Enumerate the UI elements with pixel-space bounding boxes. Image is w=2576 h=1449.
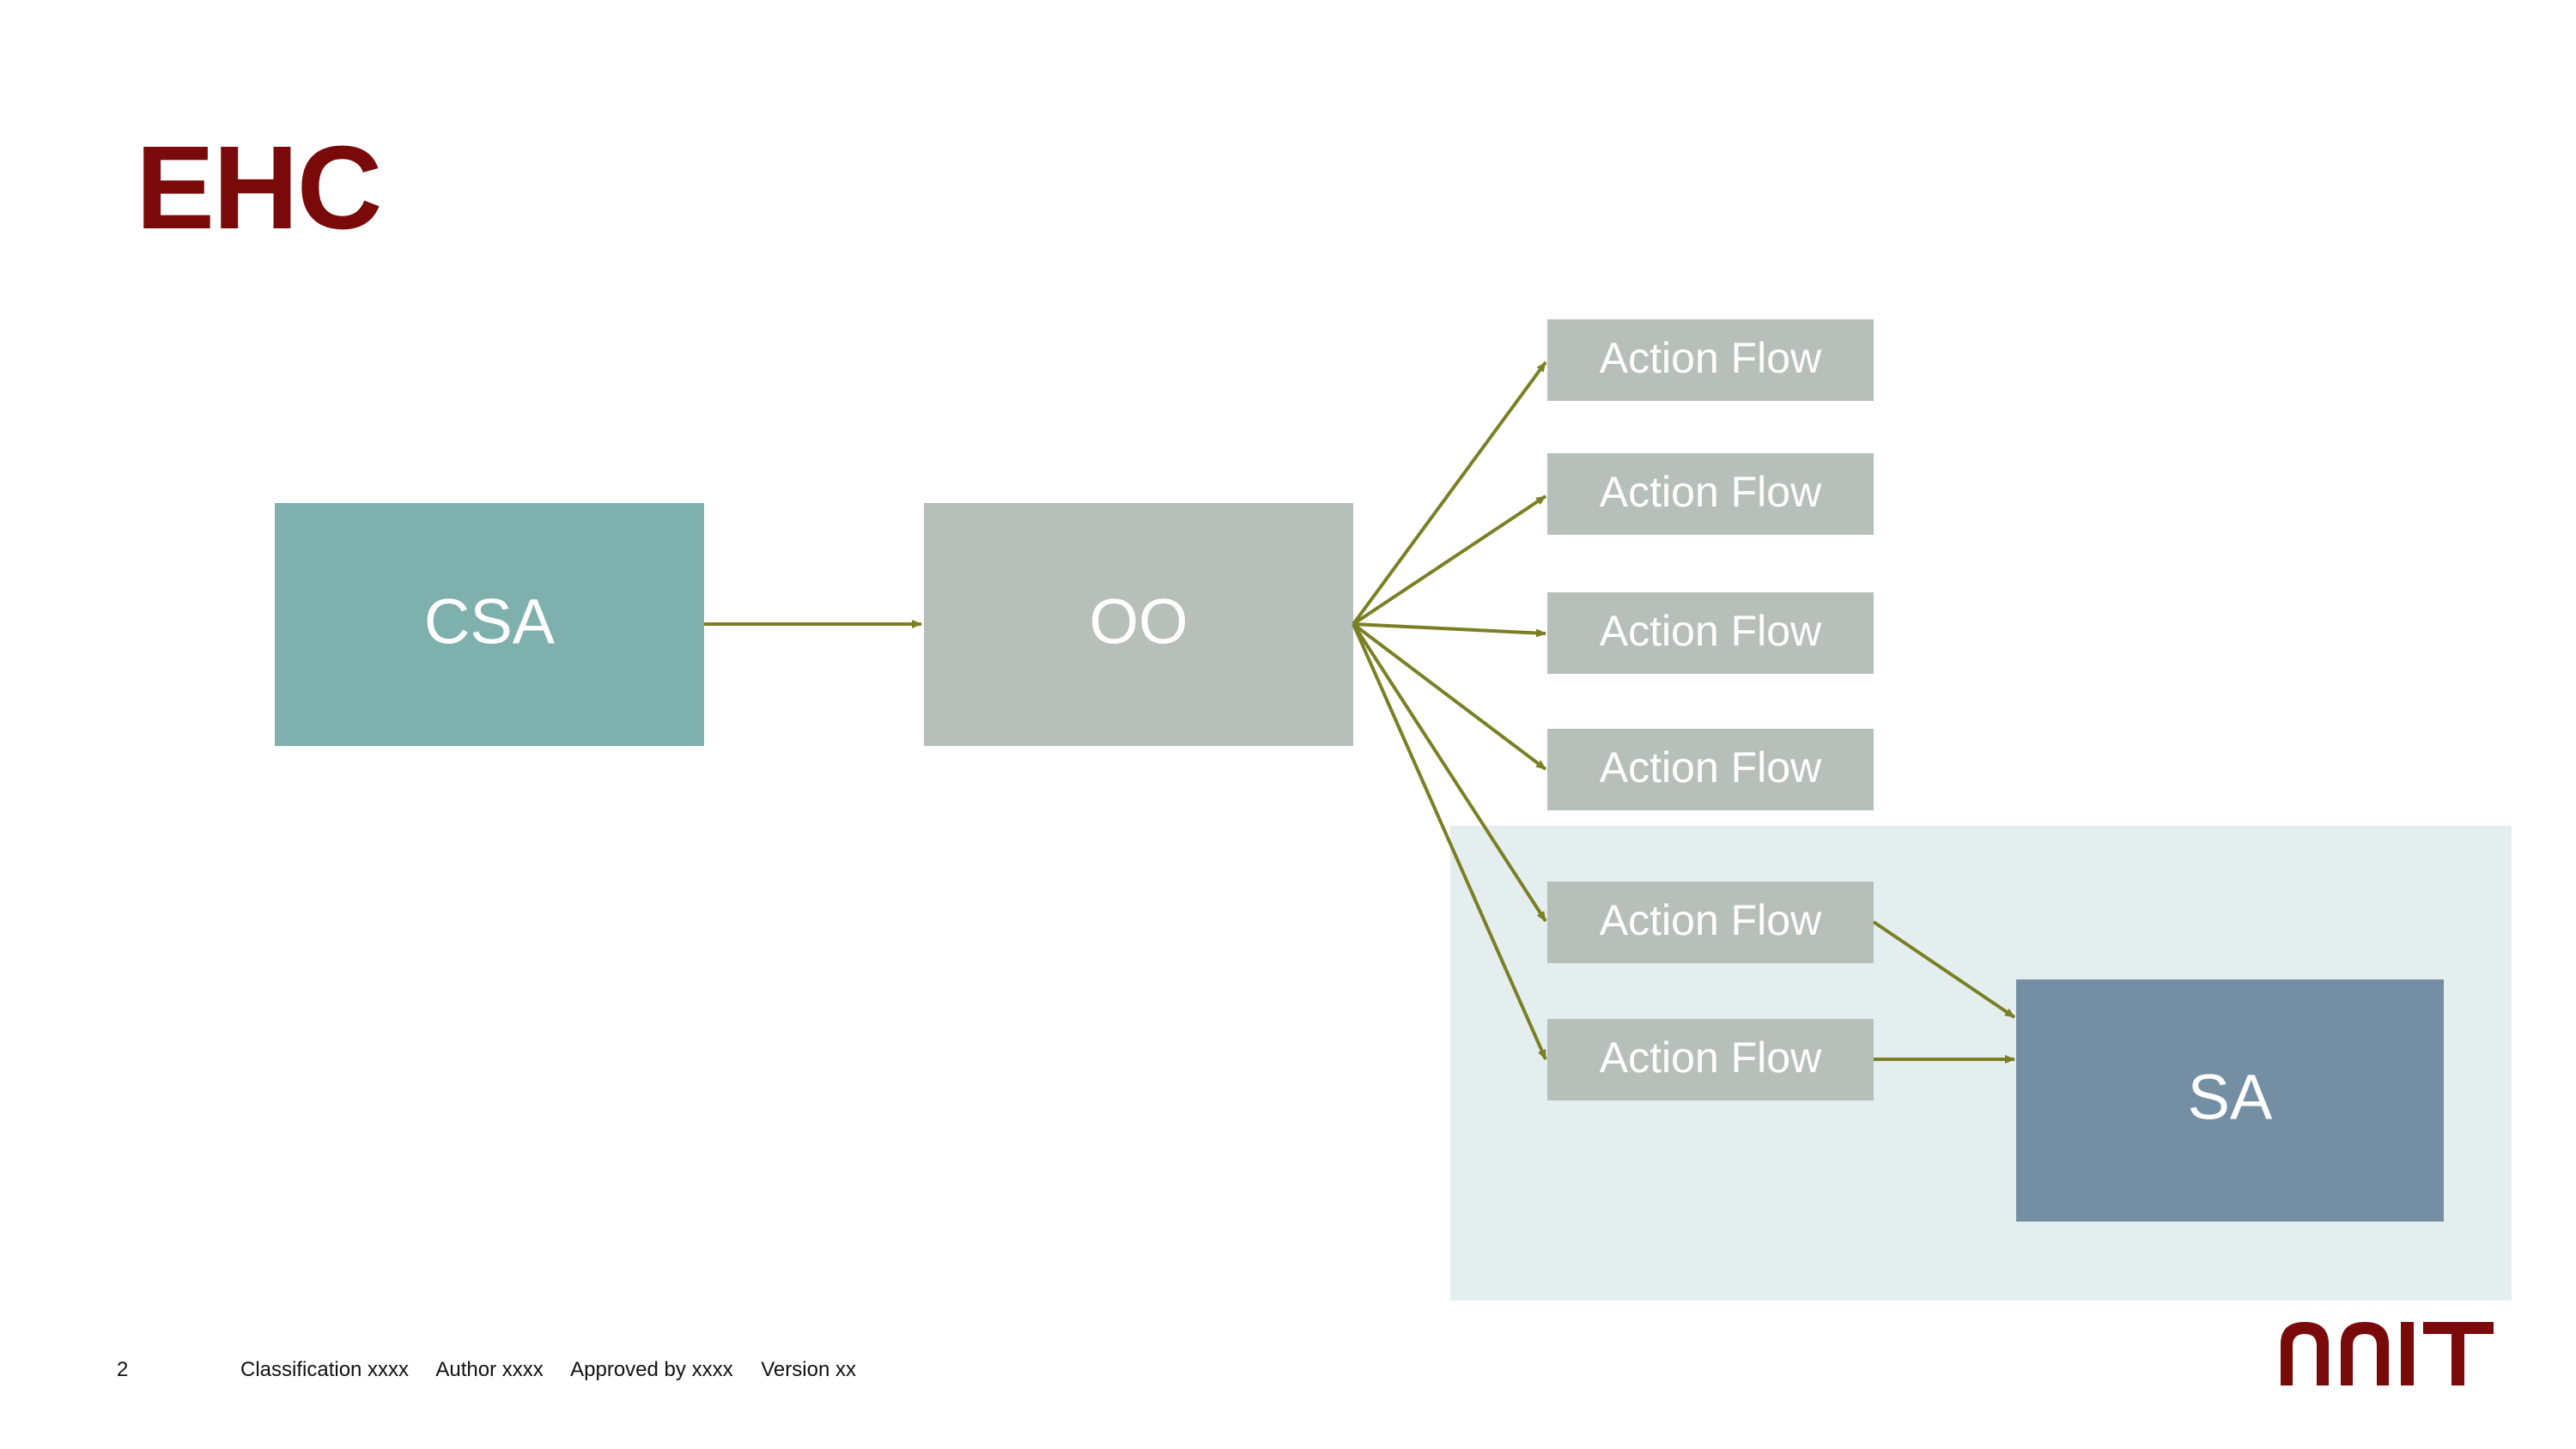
arrow-oo-to-action-flow-3: [1352, 622, 1546, 638]
sa-label: SA: [2188, 1062, 2273, 1133]
arrow-oo-to-action-flow-4: [1352, 622, 1547, 771]
footer-classification: Classification xxxx: [240, 1358, 410, 1381]
action-flow-label: Action Flow: [1600, 468, 1822, 516]
arrow-oo-to-action-flow-1: [1352, 361, 1547, 626]
action-flow-node[interactable]: Action Flow: [1547, 729, 1874, 810]
action-flow-label: Action Flow: [1600, 1034, 1822, 1082]
arrow-action-flow-5-to-sa: [1872, 920, 2016, 1019]
slide-title: EHC: [136, 122, 382, 254]
action-flow-node[interactable]: Action Flow: [1547, 592, 1874, 674]
action-flow-node[interactable]: Action Flow: [1547, 319, 1874, 401]
arrow-oo-to-action-flow-2: [1352, 494, 1547, 626]
nnit-logo: [2281, 1322, 2494, 1385]
page-number: 2: [117, 1358, 129, 1381]
footer-author: Author xxxx: [435, 1358, 544, 1381]
oo-label: OO: [1089, 586, 1188, 658]
action-flow-node[interactable]: Action Flow: [1547, 882, 1874, 963]
action-flow-label: Action Flow: [1600, 607, 1822, 655]
action-flow-label: Action Flow: [1600, 743, 1822, 791]
oo-node[interactable]: OO: [924, 503, 1353, 746]
action-flow-label: Action Flow: [1600, 334, 1822, 382]
action-flow-label: Action Flow: [1600, 896, 1822, 944]
footer-version: Version xx: [761, 1358, 856, 1381]
footer-approved-by: Approved by xxxx: [570, 1358, 733, 1381]
sa-node[interactable]: SA: [2016, 979, 2444, 1222]
action-flow-node[interactable]: Action Flow: [1547, 1019, 1874, 1100]
csa-node[interactable]: CSA: [275, 503, 704, 746]
csa-label: CSA: [424, 586, 556, 658]
action-flow-node[interactable]: Action Flow: [1547, 453, 1874, 535]
arrow-oo-to-action-flow-5: [1352, 622, 1547, 923]
arrow-oo-to-action-flow-6: [1352, 623, 1547, 1060]
footer-meta: Classification xxxx Author xxxx Approved…: [240, 1358, 878, 1382]
